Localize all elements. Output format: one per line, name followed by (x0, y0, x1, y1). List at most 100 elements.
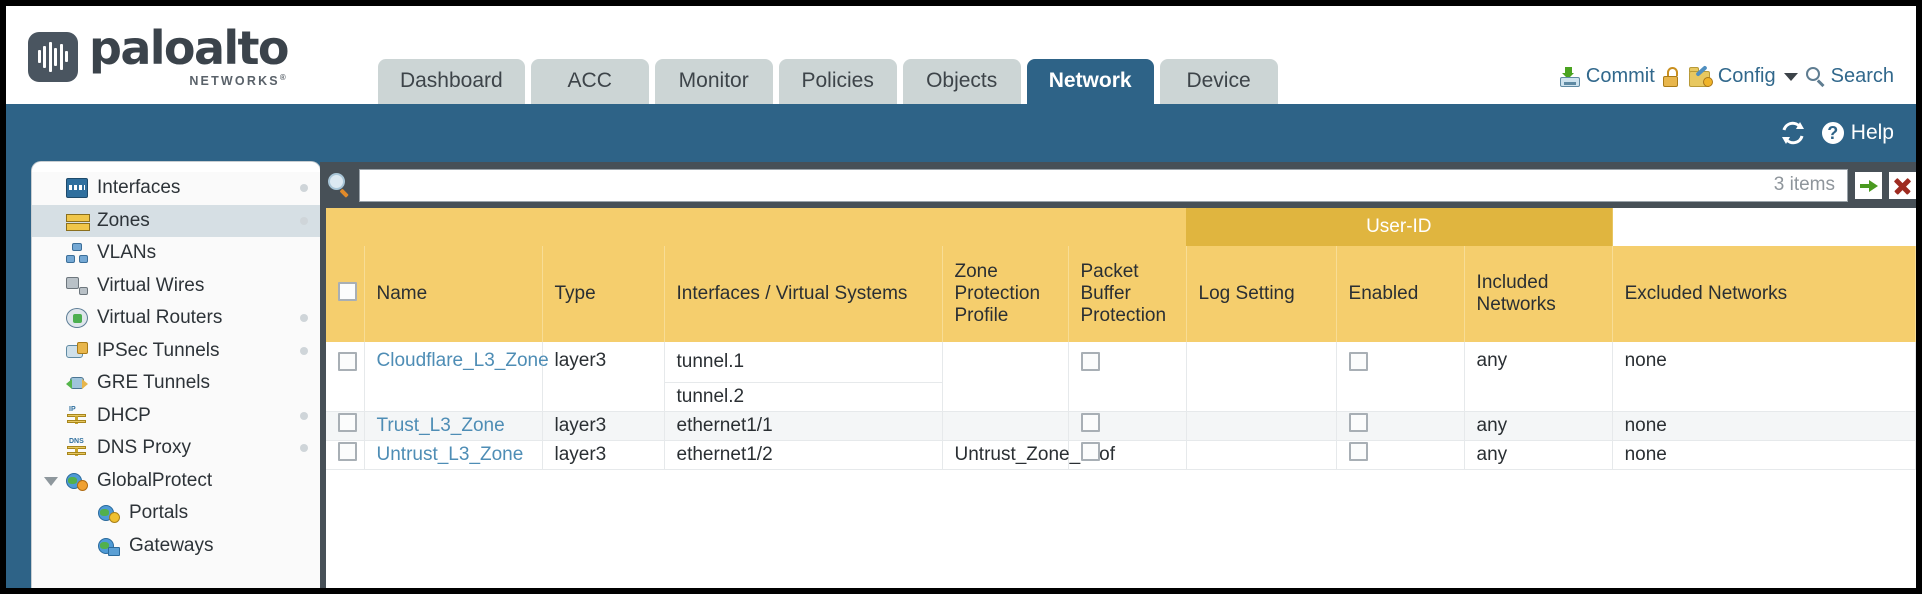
sidebar-item-ipsec-tunnels[interactable]: IPSec Tunnels (32, 335, 320, 368)
filter-search-icon[interactable] (326, 172, 352, 198)
zone-interface-cell: tunnel.1 (664, 342, 943, 383)
filter-bar: 3 items (320, 162, 1916, 208)
sidebar-item-dhcp[interactable]: IP DHCP (32, 400, 320, 433)
main-panel: 3 items (320, 162, 1916, 588)
packet-buffer-protection-cell (1068, 440, 1187, 470)
userid-enabled-checkbox[interactable] (1348, 352, 1368, 371)
column-header-userid-enabled[interactable]: Enabled (1336, 246, 1465, 342)
table-header-row: Name Type Interfaces / Virtual Systems Z… (326, 246, 1916, 342)
search-button[interactable]: Search (1805, 65, 1894, 88)
sidebar-item-interfaces[interactable]: Interfaces (32, 172, 320, 205)
virtual-wires-icon (66, 276, 88, 296)
vlans-icon (66, 243, 88, 264)
sidebar-item-vlans[interactable]: VLANs (32, 237, 320, 270)
brand-tagline: NETWORKS® (189, 73, 288, 89)
column-header-zone-protection-profile[interactable]: Zone Protection Profile (942, 246, 1069, 342)
table-row[interactable]: Cloudflare_L3_Zone layer3 tunnel.1 (326, 342, 1916, 412)
sidebar-item-globalprotect[interactable]: GlobalProtect (32, 465, 320, 498)
sidebar-indicator-dot (300, 184, 308, 193)
virtual-routers-icon (66, 308, 88, 329)
apply-filter-button[interactable] (1855, 171, 1882, 199)
commit-icon (1559, 66, 1581, 87)
lock-button[interactable] (1662, 66, 1681, 87)
brand-name: paloalto (89, 21, 290, 76)
tab-network[interactable]: Network (1026, 59, 1154, 104)
config-menu[interactable]: Config (1688, 64, 1798, 88)
column-header-excluded-networks[interactable]: Excluded Networks (1612, 246, 1916, 342)
column-header-interfaces[interactable]: Interfaces / Virtual Systems (664, 246, 943, 342)
sidebar-indicator-dot (300, 216, 308, 225)
column-header-type[interactable]: Type (542, 246, 665, 342)
zone-interface-cell: tunnel.2 (664, 382, 943, 412)
tab-dashboard[interactable]: Dashboard (377, 59, 525, 104)
zone-name-link[interactable]: Cloudflare_L3_Zone (376, 350, 549, 371)
row-checkbox[interactable] (338, 442, 357, 461)
sidebar-nav: Interfaces Zones VLANs (32, 162, 320, 588)
clear-filter-button[interactable] (1889, 171, 1916, 199)
ipsec-tunnels-icon (66, 341, 88, 361)
sidebar-item-label: GlobalProtect (97, 469, 213, 491)
zone-name-link[interactable]: Trust_L3_Zone (376, 414, 505, 436)
row-select-cell (326, 411, 365, 441)
sidebar-indicator-dot (300, 444, 308, 453)
sidebar-indicator-dot (300, 411, 308, 420)
sidebar-item-label: DHCP (97, 404, 151, 426)
tab-policies[interactable]: Policies (778, 59, 897, 104)
sidebar-item-label: GRE Tunnels (97, 372, 210, 394)
sidebar-item-label: IPSec Tunnels (97, 339, 220, 361)
refresh-icon[interactable] (1780, 121, 1806, 145)
filter-input[interactable]: 3 items (359, 168, 1848, 202)
padlock-icon (1662, 66, 1681, 87)
row-checkbox[interactable] (338, 352, 357, 371)
zone-type-cell: layer3 (542, 342, 665, 412)
brand-logo: paloalto NETWORKS® (6, 21, 290, 104)
sidebar-item-virtual-wires[interactable]: Virtual Wires (32, 270, 320, 303)
sidebar-item-label: DNS Proxy (97, 437, 191, 459)
chevron-down-icon (1783, 72, 1798, 81)
sidebar-item-label: Gateways (129, 534, 214, 556)
tab-acc[interactable]: ACC (530, 59, 649, 104)
select-all-checkbox[interactable] (338, 281, 357, 301)
zone-type-cell: layer3 (542, 411, 665, 441)
table-row[interactable]: Untrust_L3_Zone layer3 ethernet1/2 Untru… (326, 440, 1916, 470)
sidebar-item-label: Portals (129, 502, 189, 524)
packet-buffer-protection-checkbox[interactable] (1080, 413, 1100, 432)
column-header-name[interactable]: Name (364, 246, 543, 342)
column-header-packet-buffer-protection[interactable]: Packet Buffer Protection (1068, 246, 1187, 342)
row-checkbox[interactable] (338, 413, 357, 432)
log-setting-cell (1186, 440, 1337, 470)
sidebar-item-portals[interactable]: Portals (32, 497, 320, 530)
zone-protection-profile-cell (942, 342, 1069, 412)
zone-protection-profile-cell (942, 411, 1069, 441)
zone-interface-cell: ethernet1/1 (664, 411, 943, 441)
item-count-label: 3 items (1773, 174, 1835, 195)
expander-triangle-icon[interactable] (44, 476, 58, 486)
row-select-cell (326, 342, 365, 412)
zone-name-cell: Cloudflare_L3_Zone (364, 342, 549, 412)
packet-buffer-protection-checkbox[interactable] (1080, 352, 1100, 371)
zone-type-cell: layer3 (542, 440, 665, 470)
sidebar-item-gre-tunnels[interactable]: GRE Tunnels (32, 367, 320, 400)
table-row[interactable]: Trust_L3_Zone layer3 ethernet1/1 (326, 411, 1916, 441)
commit-button[interactable]: Commit (1559, 65, 1655, 88)
tab-monitor[interactable]: Monitor (654, 59, 773, 104)
userid-enabled-checkbox[interactable] (1348, 413, 1368, 432)
packet-buffer-protection-checkbox[interactable] (1080, 442, 1100, 461)
tab-objects[interactable]: Objects (902, 59, 1021, 104)
group-header-spacer (326, 208, 1187, 246)
app-header: paloalto NETWORKS® Dashboard ACC Monitor… (6, 6, 1916, 104)
interfaces-icon (66, 178, 88, 199)
sidebar-item-zones[interactable]: Zones (32, 204, 320, 237)
userid-enabled-cell (1336, 440, 1465, 470)
sidebar-item-dns-proxy[interactable]: DNS DNS Proxy (32, 432, 320, 465)
sidebar-item-virtual-routers[interactable]: Virtual Routers (32, 302, 320, 335)
zone-name-link[interactable]: Untrust_L3_Zone (376, 443, 524, 465)
sidebar-item-gateways[interactable]: Gateways (32, 530, 320, 563)
help-button[interactable]: ? Help (1819, 120, 1894, 146)
excluded-networks-cell: none (1612, 440, 1916, 470)
tab-device[interactable]: Device (1159, 59, 1278, 104)
globalprotect-icon (66, 471, 88, 491)
column-header-included-networks[interactable]: Included Networks (1464, 246, 1613, 342)
column-header-log-setting[interactable]: Log Setting (1186, 246, 1337, 342)
userid-enabled-checkbox[interactable] (1348, 442, 1368, 461)
